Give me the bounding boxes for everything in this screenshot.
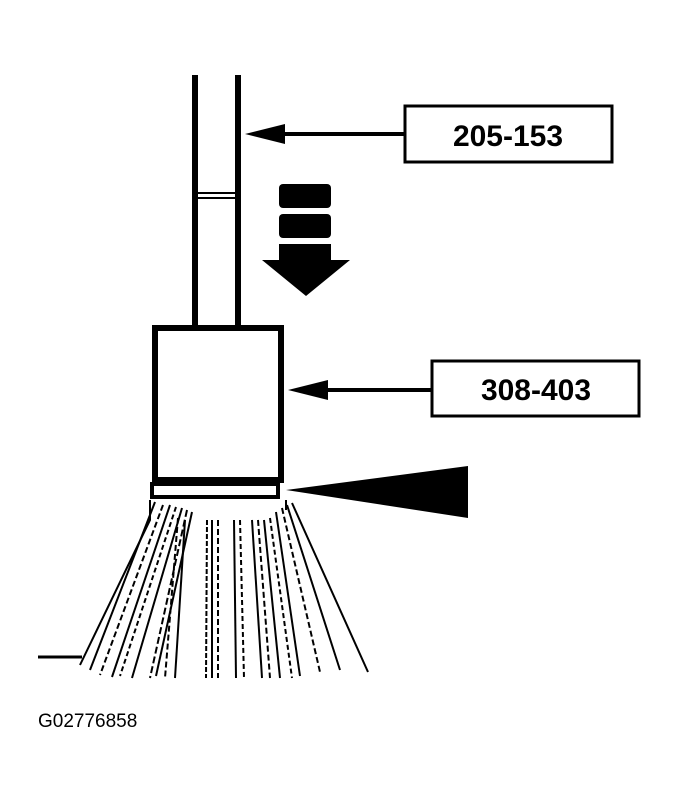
seal-ring xyxy=(150,482,280,499)
leader-arrow-upper xyxy=(245,124,405,144)
tool-body xyxy=(152,325,284,483)
down-direction-arrow xyxy=(262,184,350,296)
callout-box-upper xyxy=(403,104,614,164)
tool-shaft xyxy=(192,75,241,328)
figure-id: G02776858 xyxy=(38,711,137,732)
shaft-joint-mark xyxy=(198,192,235,199)
callout-box-lower xyxy=(430,359,641,418)
callout-label-lower: 308-403 xyxy=(481,374,591,407)
callout-label-upper: 205-153 xyxy=(453,120,563,153)
component-fibers xyxy=(79,500,369,679)
seal-pointer-arrow xyxy=(286,466,468,518)
leader-arrow-lower xyxy=(288,380,432,400)
